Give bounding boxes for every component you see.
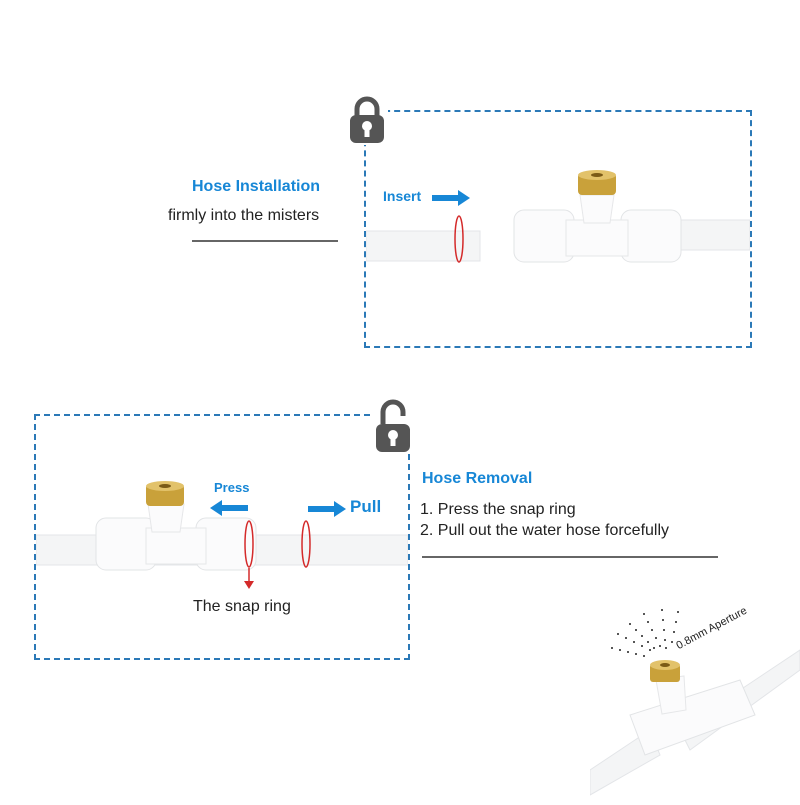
removal-divider xyxy=(422,556,718,558)
pull-label: Pull xyxy=(350,497,382,516)
removal-step-2: 2. Pull out the water hose forcefully xyxy=(420,522,670,539)
installation-illustration xyxy=(365,165,751,275)
removal-step-1: 1. Press the snap ring xyxy=(420,501,576,518)
removal-frame xyxy=(34,414,410,660)
installation-description: firmly into the misters xyxy=(168,207,320,224)
aperture-illustration xyxy=(589,590,800,800)
pull-arrow-icon xyxy=(308,501,348,522)
installation-divider xyxy=(192,240,338,242)
removal-illustration xyxy=(35,480,409,590)
installation-title: Hose Installation xyxy=(192,178,321,195)
lock-closed-icon xyxy=(346,95,388,145)
insert-label: Insert xyxy=(383,188,422,204)
press-arrow-icon xyxy=(210,500,250,521)
insert-arrow-icon xyxy=(432,190,472,211)
removal-title: Hose Removal xyxy=(422,470,533,487)
snap-ring-label: The snap ring xyxy=(193,598,291,615)
press-label: Press xyxy=(214,480,250,495)
installation-frame xyxy=(364,110,752,348)
lock-open-icon xyxy=(372,398,414,454)
